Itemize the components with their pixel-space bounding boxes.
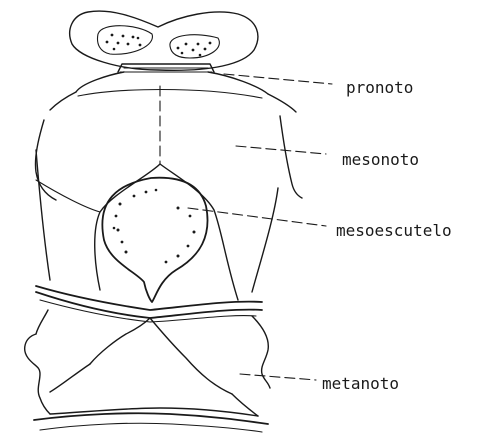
mesoescutelo-leader-line [188,208,326,226]
mesonoto-leader-line [236,146,326,154]
pronoto-leader-line [224,74,332,84]
mesoescutelo-label: mesoescutelo [336,221,452,240]
pronoto-label: pronoto [346,78,413,97]
right-eye [170,35,219,58]
left-eye [98,26,153,55]
metanoto-label: metanoto [322,374,399,393]
metanoto-leader-line [240,374,316,380]
mesonotum [35,72,302,300]
metanotum [25,310,270,432]
mesoscutellum [102,178,207,302]
mesonoto-label: mesonoto [342,150,419,169]
posterior-band [36,286,262,322]
